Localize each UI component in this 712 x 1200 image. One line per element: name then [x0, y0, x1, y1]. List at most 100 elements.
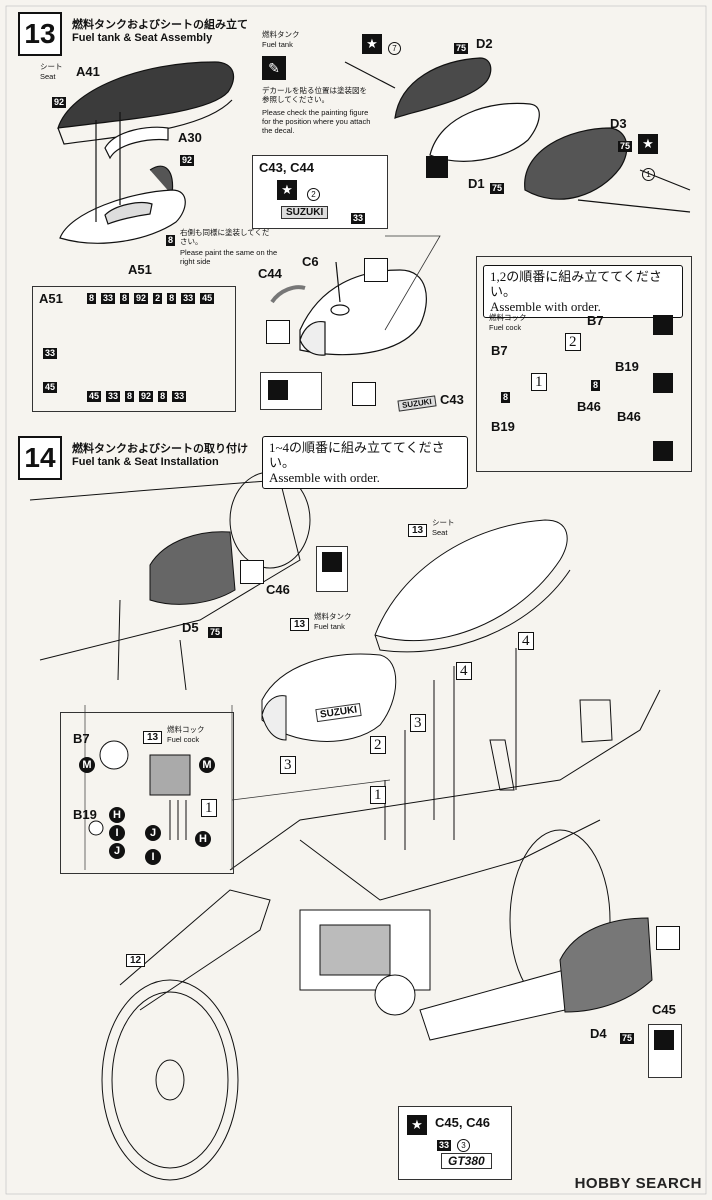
step-13-number: 13: [18, 12, 62, 56]
tank-ref-en: Fuel tank: [314, 622, 345, 631]
star-icon: ★: [362, 34, 382, 54]
a51-code: 8: [87, 293, 97, 304]
glue-icon: [653, 373, 673, 393]
decal-box-c43-c44: C43, C44 ★ 2 SUZUKI 33: [252, 155, 388, 229]
paint-brush-icon: ✎: [262, 56, 286, 80]
part-c46: C46: [266, 582, 290, 597]
color-code-92-a30: 92: [180, 155, 195, 166]
decal-box-title: C43, C44: [259, 160, 314, 175]
a51-code: 92: [139, 391, 154, 402]
part-d3: D3: [610, 116, 627, 131]
color-code-75-d3: 75: [618, 141, 633, 152]
a51-side-code: 33: [43, 348, 58, 359]
step-14-number: 14: [18, 436, 62, 480]
color-code-8: 8: [166, 235, 176, 246]
letter-j-right: J: [145, 825, 161, 841]
a51-code: 33: [181, 293, 196, 304]
circle-1: 1: [642, 168, 655, 181]
a51-code: 45: [87, 391, 102, 402]
fuel-cock-label-en: Fuel cock: [489, 323, 522, 332]
glue-icon: [426, 156, 448, 178]
color-code-8-cock: 8: [501, 392, 511, 403]
a51-top-codes: 8 33 8 92 2 8 33 45: [87, 293, 215, 304]
step14-order-note-en: Assemble with order.: [269, 470, 380, 485]
glue-icon: [653, 315, 673, 335]
order-4-b: 4: [456, 662, 472, 680]
fuel-tank-label-en: Fuel tank: [262, 40, 293, 49]
order-1: 1: [370, 786, 386, 804]
a51-code: 45: [200, 293, 215, 304]
part-b46: B46: [577, 399, 601, 414]
part-c43: C43: [440, 392, 464, 407]
part-b46-right: B46: [617, 409, 641, 424]
circle-7: 7: [388, 42, 401, 55]
part-c6: C6: [302, 254, 319, 269]
step14-order-note: 1~4の順番に組み立ててください。 Assemble with order.: [262, 436, 468, 489]
part-a51: A51: [128, 262, 152, 277]
glue-icon: [322, 552, 342, 572]
cock-ref-jp: 燃料コック: [167, 725, 205, 734]
watermark: HOBBY SEARCH: [574, 1175, 702, 1192]
fuel-tank-label-jp: 燃料タンク: [262, 30, 300, 39]
order-3-a: 3: [410, 714, 426, 732]
detail-box-c46: [316, 546, 348, 592]
letter-i-right: I: [145, 849, 161, 865]
inset-order-1: 1: [201, 799, 217, 817]
color-code-33: 33: [351, 213, 366, 224]
ref-13-seat: 13: [408, 524, 428, 537]
a51-code: 33: [101, 293, 116, 304]
letter-h-right: H: [195, 831, 211, 847]
tank-detail-box: [260, 372, 322, 410]
part-c45: C45: [652, 1002, 676, 1017]
color-code-75-d2: 75: [454, 43, 469, 54]
gt380-decal: GT380: [441, 1153, 492, 1169]
a51-code: 8: [167, 293, 177, 304]
step-14-title-jp: 燃料タンクおよびシートの取り付け: [72, 443, 248, 455]
cement-icon: [364, 258, 388, 282]
detail-box-c45: [648, 1024, 682, 1078]
part-b19: B19: [615, 359, 639, 374]
a51-box-label: A51: [39, 291, 63, 306]
letter-m-right: M: [199, 757, 215, 773]
seat-ref-en: Seat: [432, 528, 448, 537]
color-code-92: 92: [52, 97, 67, 108]
color-code-75-d5: 75: [208, 627, 223, 638]
cock-ref-en: Fuel cock: [167, 735, 200, 744]
letter-m: M: [79, 757, 95, 773]
a51-code: 8: [158, 391, 168, 402]
step-14-title-en: Fuel tank & Seat Installation: [72, 456, 219, 468]
decal-box-circle-3: 3: [457, 1139, 470, 1152]
cement-icon: [656, 926, 680, 950]
a51-code: 33: [172, 391, 187, 402]
star-icon: ★: [638, 134, 658, 154]
decal-note-en: Please check the painting figure for the…: [262, 108, 371, 135]
part-d4: D4: [590, 1026, 607, 1041]
decal-note-jp: デカールを貼る位置は塗装図を参照してください。: [262, 86, 367, 104]
seat-ref-jp: シート: [432, 518, 455, 527]
suzuki-decal: SUZUKI: [281, 206, 329, 219]
tank-ref-jp: 燃料タンク: [314, 612, 352, 621]
part-d2: D2: [476, 36, 493, 51]
decal-box-c45-c46: ★ C45, C46 33 3 GT380: [398, 1106, 512, 1180]
color-code-8-cock2: 8: [591, 380, 601, 391]
order-1: 1: [531, 373, 547, 391]
part-c44: C44: [258, 266, 282, 281]
star-icon: ★: [277, 180, 297, 200]
order-3-b: 3: [280, 756, 296, 774]
letter-h: H: [109, 807, 125, 823]
a51-code: 2: [153, 293, 163, 304]
color-code-75-d1: 75: [490, 183, 505, 194]
fuel-cock-label-jp: 燃料コック: [489, 313, 527, 322]
cement-icon: [266, 320, 290, 344]
step-13-title-jp: 燃料タンクおよびシートの組み立て: [72, 19, 248, 31]
glue-icon: [654, 1030, 674, 1050]
part-a41: A41: [76, 64, 100, 79]
inset-part-b7: B7: [73, 731, 90, 746]
part-b7: B7: [587, 313, 604, 328]
circle-2: 2: [307, 188, 320, 201]
decal-box-code: 33: [437, 1140, 452, 1151]
paint-note-en: Please paint the same on the right side: [180, 248, 278, 266]
part-d1: D1: [468, 176, 485, 191]
step14-order-note-jp: 1~4の順番に組み立ててください。: [269, 440, 445, 470]
